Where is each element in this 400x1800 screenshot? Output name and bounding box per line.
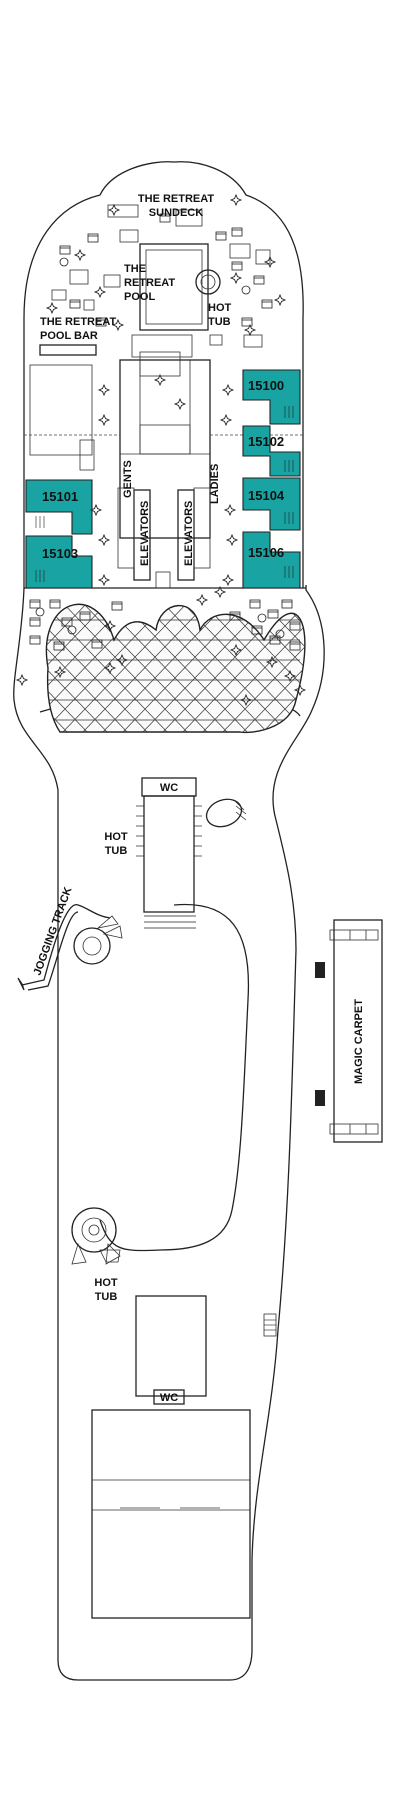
cabin-label: 15101 (42, 489, 78, 504)
hot-tub-bottom (71, 1207, 117, 1253)
wc-top-label: WC (160, 782, 178, 794)
magic-carpet[interactable] (333, 919, 383, 1143)
carpet-anchor-bottom (315, 1090, 325, 1106)
hot-tub-top-label-1: HOT (208, 302, 232, 314)
retreat-pool-label-1: THE (124, 263, 146, 275)
retreat-pool-label-3: POOL (124, 291, 155, 303)
carpet-anchor-top (315, 962, 325, 978)
elevators-left-label: ELEVATORS (139, 501, 151, 566)
ladies-label: LADIES (209, 464, 221, 504)
retreat-pool-bar-label-2: POOL BAR (40, 330, 98, 342)
cabin-15101[interactable]: 15101 (25, 479, 93, 535)
main-deck-outline (13, 585, 325, 1681)
cabin-15103[interactable]: 15103 (25, 535, 93, 589)
hot-tub-bottom-label-1: HOT (94, 1277, 118, 1289)
magic-carpet-label: MAGIC CARPET (353, 999, 365, 1084)
hot-tub-mid (73, 927, 111, 965)
cabin-label: 15100 (248, 378, 284, 393)
cabin-15106[interactable]: 15106 (242, 531, 301, 589)
aft-pool-area (91, 1409, 251, 1619)
balcony-hatch (35, 406, 294, 582)
cabin-label: 15104 (248, 488, 285, 503)
plant-markers (15, 193, 307, 707)
retreat-sundeck-label-1: THE RETREAT (138, 193, 214, 205)
retreat-sundeck-label-2: SUNDECK (149, 207, 203, 219)
central-core (119, 359, 211, 539)
cabin-15104[interactable]: 15104 (242, 477, 301, 531)
cabin-label: 15106 (248, 545, 284, 560)
central-promenade (99, 903, 250, 1252)
cabin-15100[interactable]: 15100 (242, 369, 301, 425)
retreat-pool (139, 243, 209, 331)
shell-feature (205, 798, 243, 828)
retreat-pool-label-2: RETREAT (124, 277, 175, 289)
hot-tub-mid-label-2: TUB (105, 845, 128, 857)
wc-bottom (135, 1295, 207, 1397)
retreat-pool-bar-label-1: THE RETREAT (40, 316, 116, 328)
elevators-right-label: ELEVATORS (183, 501, 195, 566)
forward-hull-outline (23, 161, 304, 370)
hot-tub-bottom-label-2: TUB (95, 1291, 118, 1303)
pool-bar-counter (39, 344, 97, 356)
gents-label: GENTS (122, 460, 134, 498)
lounge-furniture (29, 213, 301, 651)
wc-bottom-label: WC (160, 1392, 178, 1404)
cabin-label: 15102 (248, 434, 284, 449)
stair-rungs (136, 805, 202, 929)
hot-tub-top-label-2: TUB (208, 316, 231, 328)
cabin-label: 15103 (42, 546, 78, 561)
hot-tub-top (195, 269, 221, 295)
cabin-15102[interactable]: 15102 (242, 425, 301, 477)
hot-tub-mid-label-1: HOT (104, 831, 128, 843)
jogging-track (21, 904, 111, 986)
jogging-track-label: JOGGING TRACK (32, 886, 75, 977)
